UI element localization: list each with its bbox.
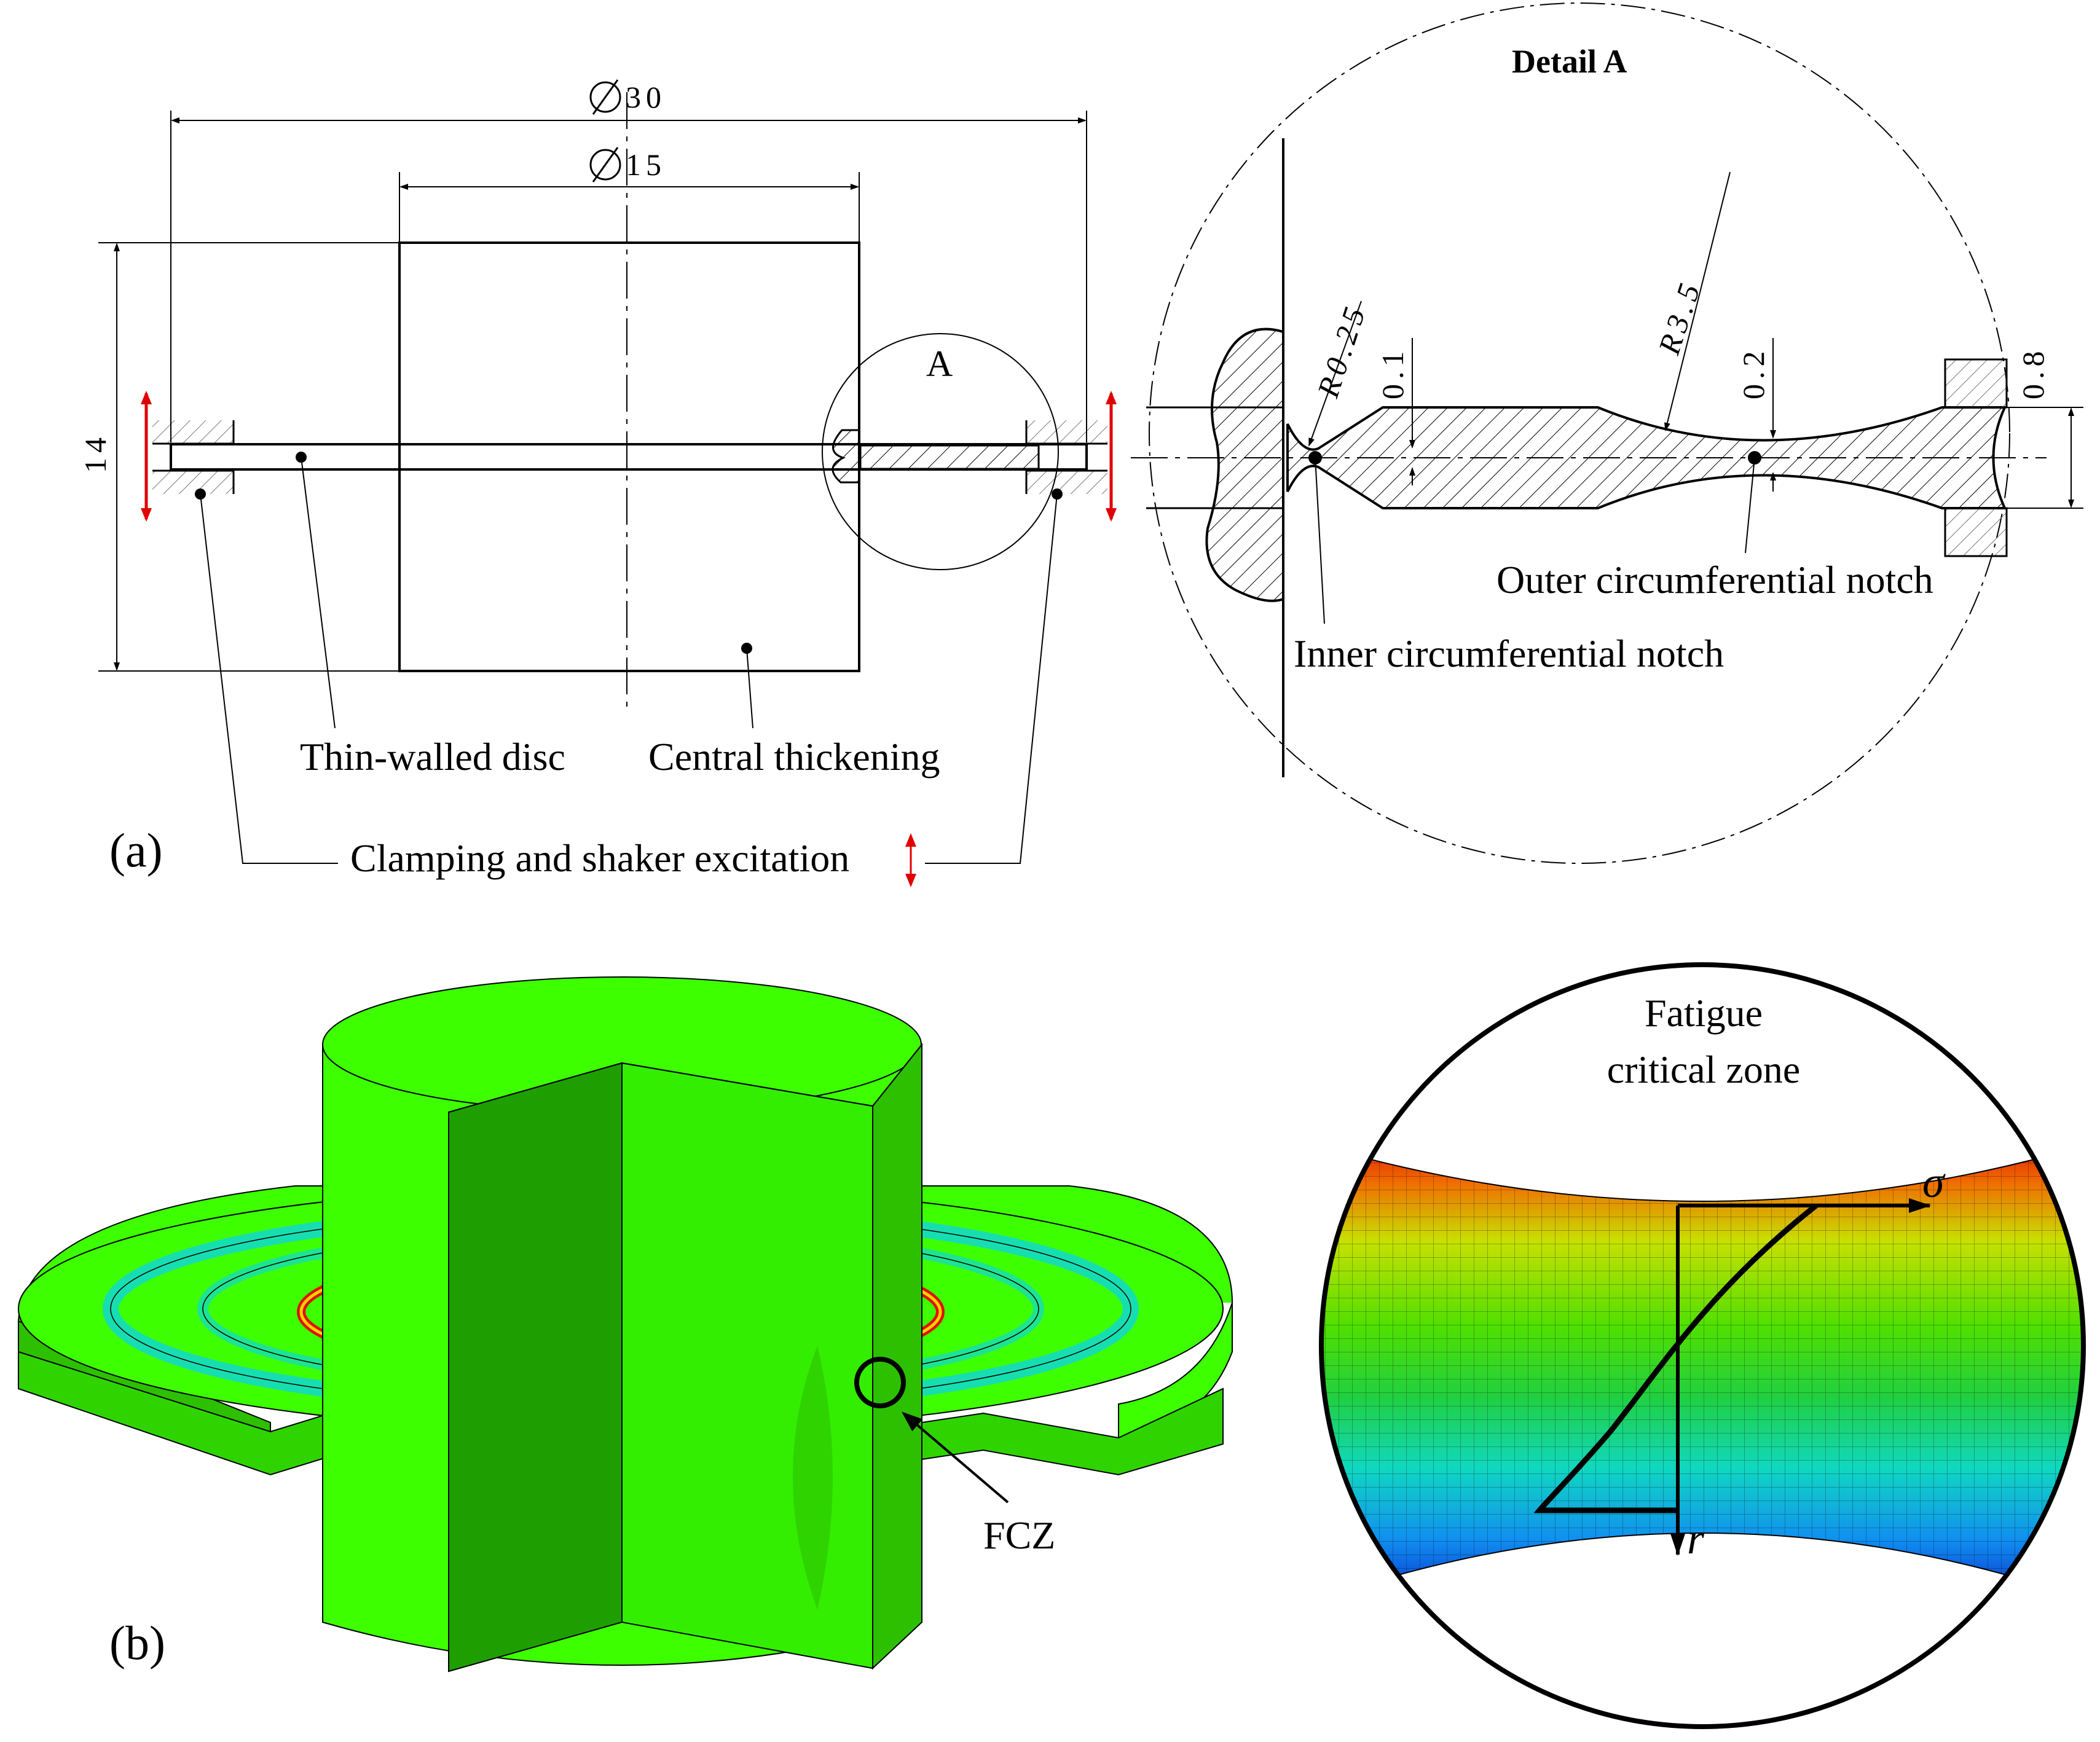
stress-curve (1533, 1203, 1818, 1513)
axis-sigma-label: σ (1922, 1158, 1946, 1207)
radius-leader-small (1308, 300, 1362, 447)
dim-02: 0.2 (1736, 347, 1771, 400)
axis-r-label: r (1687, 1514, 1705, 1563)
thin-disc-shape (170, 443, 1088, 471)
callout-inner-notch: Inner circumferential notch (1294, 632, 1724, 675)
dim-01: 0.1 (1375, 347, 1410, 400)
diameter-symbol-outer (589, 79, 621, 115)
detail-a: Detail A 0.8 0.2 0.1 R0.25 R3.5 (1131, 2, 2083, 864)
dim-08: 0.8 (2016, 347, 2050, 400)
fatigue-zone-detail: Fatigue critical zone σ r (1319, 962, 2086, 1729)
panel-a-drawing: 30 15 14 A Thin-walled disc Central thic… (78, 79, 1117, 887)
callout-central-thickening: Central thickening (648, 735, 940, 779)
zone-title-line1: Fatigue (1645, 991, 1763, 1035)
thickening-section (1205, 328, 1284, 602)
callout-clamping: Clamping and shaker excitation (350, 836, 849, 880)
radius-leader-large (1664, 171, 1731, 431)
zone-title-line2: critical zone (1607, 1048, 1800, 1091)
radius-large: R3.5 (1651, 275, 1708, 359)
radius-small: R0.25 (1310, 299, 1373, 402)
callout-thin-disc: Thin-walled disc (300, 735, 565, 779)
detail-a-title: Detail A (1512, 43, 1627, 80)
callout-outer-notch: Outer circumferential notch (1496, 558, 1933, 602)
panel-b-label: (b) (109, 1616, 165, 1669)
notch-section (859, 444, 1040, 470)
central-thickening-shape (398, 241, 860, 672)
clamp-right (1025, 420, 1107, 494)
dim-outer-diameter: 30 (626, 80, 666, 114)
zone-boundary (1319, 962, 2086, 1729)
dim-height: 14 (78, 433, 112, 473)
cut-face-right (621, 1062, 873, 1669)
fcz-marker (854, 1357, 906, 1408)
detail-a-boundary (1149, 2, 2010, 864)
panel-a-label: (a) (109, 823, 163, 877)
detail-marker: A (926, 343, 953, 384)
detail-circle-a (822, 333, 1059, 570)
panel-b-fem-model: FCZ (b) (18, 976, 1233, 1673)
clamp-left (152, 420, 235, 494)
diameter-symbol-inner (589, 147, 621, 182)
fcz-label: FCZ (983, 1513, 1055, 1557)
dim-inner-diameter: 15 (626, 147, 666, 182)
